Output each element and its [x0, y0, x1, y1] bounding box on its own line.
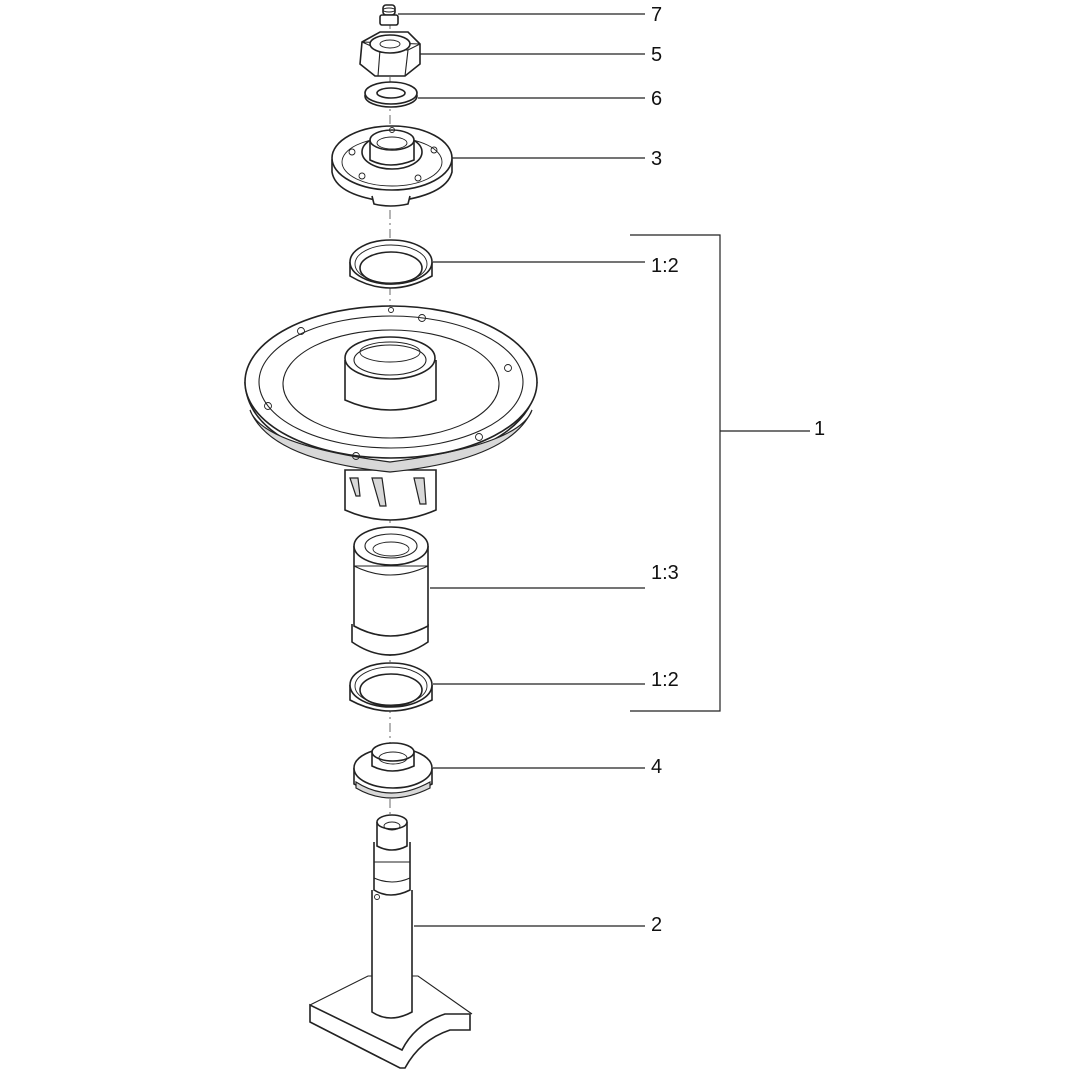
part-bearing-cap — [331, 125, 453, 207]
part-bearing-race-top — [349, 239, 433, 289]
part-spacer-tube — [351, 526, 429, 656]
leader-lines — [398, 13, 810, 927]
part-washer — [364, 81, 418, 108]
callout-2: 2 — [651, 914, 662, 936]
part-seal — [353, 742, 433, 799]
part-bearing-race-bottom — [349, 662, 433, 712]
callout-1: 1 — [814, 418, 825, 440]
callout-1-2-top: 1:2 — [651, 255, 679, 277]
callout-3: 3 — [651, 148, 662, 170]
callout-5: 5 — [651, 44, 662, 66]
callout-4: 4 — [651, 756, 662, 778]
callout-1-3: 1:3 — [651, 562, 679, 584]
callout-1-2-bottom: 1:2 — [651, 669, 679, 691]
part-grease-fitting — [379, 4, 399, 26]
part-spindle-housing — [244, 305, 538, 521]
callout-7: 7 — [651, 4, 662, 26]
part-spindle-shaft — [309, 814, 473, 1069]
callout-6: 6 — [651, 88, 662, 110]
part-hex-nut — [359, 31, 421, 77]
